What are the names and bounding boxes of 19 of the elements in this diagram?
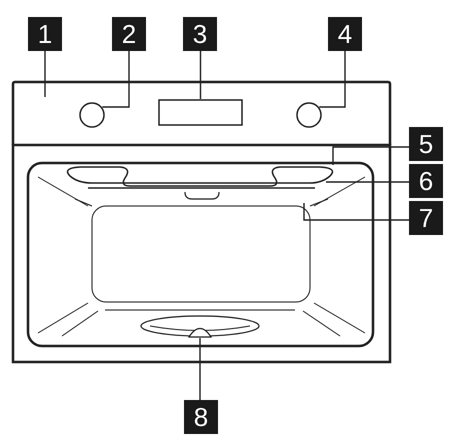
leader-line	[332, 146, 409, 165]
leader-line	[44, 51, 46, 97]
knob	[79, 102, 105, 128]
callout-number: 7	[409, 201, 443, 235]
callout-number: 5	[409, 127, 443, 161]
leader-line	[319, 51, 346, 108]
callout-number: 1	[28, 17, 62, 51]
leader-line	[326, 181, 409, 183]
leader-line	[199, 338, 201, 400]
leader-line	[200, 51, 202, 99]
callout-number: 3	[183, 17, 217, 51]
leader-line	[102, 51, 130, 108]
callout-number: 4	[328, 17, 362, 51]
callout-number: 6	[409, 164, 443, 198]
callout-number: 8	[184, 400, 218, 434]
display-panel	[158, 99, 243, 126]
callout-number: 2	[112, 17, 146, 51]
knob	[296, 102, 322, 128]
leader-line	[303, 203, 409, 221]
